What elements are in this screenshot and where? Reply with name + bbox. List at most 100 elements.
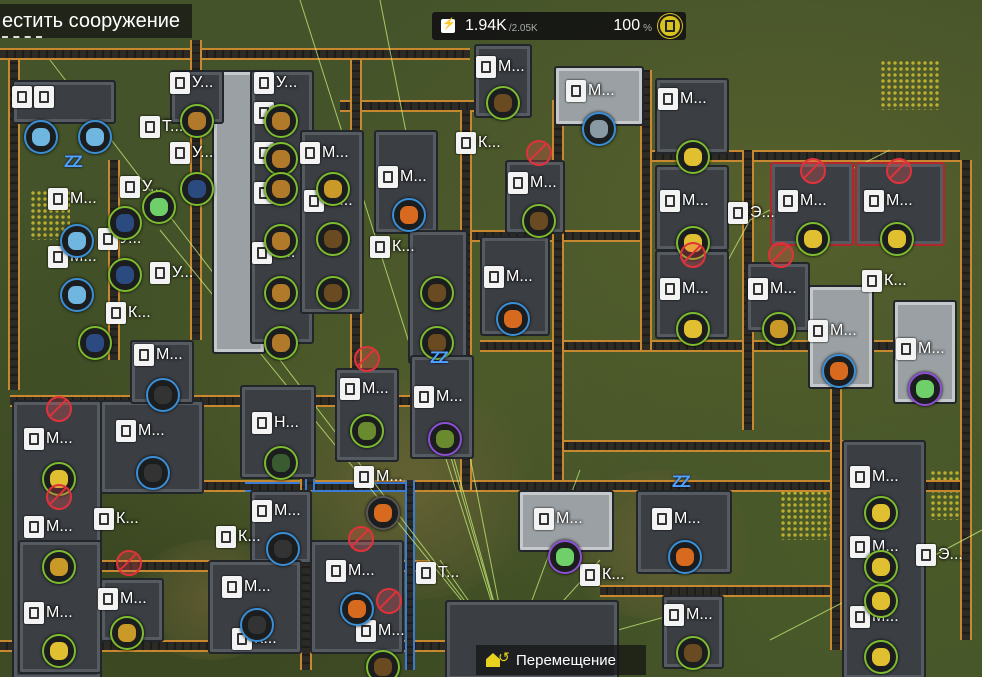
building-label[interactable]: М...: [252, 500, 301, 522]
building-label[interactable]: М...: [652, 508, 701, 530]
resource-icon: [24, 120, 58, 154]
building-label[interactable]: К...: [456, 132, 501, 154]
building-label[interactable]: У...: [254, 72, 297, 94]
grid-icon: [850, 536, 870, 558]
building-label[interactable]: М...: [24, 428, 73, 450]
building-label[interactable]: М...: [48, 188, 97, 210]
building-label[interactable]: М...: [414, 386, 463, 408]
building-label[interactable]: М...: [476, 56, 525, 78]
smelter-icon: [98, 588, 118, 610]
building-label[interactable]: М...: [24, 602, 73, 624]
building-label[interactable]: М...: [566, 80, 615, 102]
no-power-icon: [354, 346, 380, 372]
building-label[interactable]: М...: [896, 338, 945, 360]
sleeping-icon: ZZ: [672, 472, 691, 491]
crusher-icon: [222, 576, 242, 598]
refinery-icon: [534, 508, 554, 530]
resource-icon: [264, 142, 298, 176]
document-icon: [414, 386, 434, 408]
building-label[interactable]: М...: [378, 166, 427, 188]
bolt-icon: [441, 17, 456, 33]
building-label[interactable]: М...: [660, 190, 709, 212]
building-label[interactable]: К...: [370, 236, 415, 258]
resource-icon: [762, 312, 796, 346]
building-label[interactable]: [12, 86, 54, 108]
building-label[interactable]: М...: [24, 516, 73, 538]
building-label[interactable]: М...: [98, 588, 147, 610]
credits-icon[interactable]: [658, 14, 682, 38]
building-label[interactable]: М...: [864, 190, 913, 212]
building-label[interactable]: М...: [484, 266, 533, 288]
smelter-icon: [664, 604, 684, 626]
resource-icon: [78, 120, 112, 154]
building-label[interactable]: Т...: [416, 562, 459, 584]
building-label[interactable]: К...: [862, 270, 907, 292]
resource-icon: [420, 276, 454, 310]
crusher-icon: [326, 560, 346, 582]
farm-icon: [24, 428, 44, 450]
no-power-icon: [46, 396, 72, 422]
building-label[interactable]: Т...: [140, 116, 183, 138]
build-hint-banner: естить сооружение: [0, 4, 192, 38]
resource-icon: [796, 222, 830, 256]
resource-icon: [676, 636, 710, 670]
assembler-icon: [170, 72, 190, 94]
building-label[interactable]: М...: [660, 278, 709, 300]
crusher-icon: [116, 420, 136, 442]
building-label[interactable]: Н...: [252, 412, 299, 434]
tool-icon: [140, 116, 160, 138]
resource-icon: [420, 326, 454, 360]
building-label[interactable]: М...: [658, 88, 707, 110]
pipe[interactable]: [405, 480, 415, 670]
building-label[interactable]: М...: [850, 466, 899, 488]
conveyor-belt[interactable]: [552, 100, 564, 480]
building-label[interactable]: М...: [326, 560, 375, 582]
smelter-icon: [748, 278, 768, 300]
building-label[interactable]: К...: [94, 508, 139, 530]
resource-icon: [908, 372, 942, 406]
sleeping-icon: ZZ: [64, 152, 83, 171]
resource-icon: [240, 608, 274, 642]
refinery-icon: [896, 338, 916, 360]
building-label[interactable]: К...: [580, 564, 625, 586]
building-label[interactable]: Э...: [728, 202, 775, 224]
conveyor-belt[interactable]: [960, 160, 972, 640]
building-label[interactable]: М...: [534, 508, 583, 530]
building-label[interactable]: М...: [116, 420, 165, 442]
building-label[interactable]: У...: [170, 72, 213, 94]
conveyor-belt[interactable]: [600, 585, 860, 597]
building-label[interactable]: У...: [170, 142, 213, 164]
building-label[interactable]: У...: [150, 262, 193, 284]
building-label[interactable]: М...: [354, 466, 403, 488]
farm-icon: [850, 466, 870, 488]
resource-icon: [350, 414, 384, 448]
conveyor-belt[interactable]: [830, 350, 842, 650]
assembler-icon: [170, 142, 190, 164]
building-label[interactable]: М...: [222, 576, 271, 598]
wrench-icon: [12, 86, 32, 108]
building-label[interactable]: М...: [300, 142, 349, 164]
grid-icon: [24, 516, 44, 538]
building-label[interactable]: М...: [508, 172, 557, 194]
resource-icon: [316, 276, 350, 310]
building-label[interactable]: Э...: [916, 544, 963, 566]
no-power-icon: [376, 588, 402, 614]
resource-icon: [264, 172, 298, 206]
conveyor-belt[interactable]: [640, 70, 652, 350]
building-label[interactable]: М...: [808, 320, 857, 342]
building-label[interactable]: М...: [340, 378, 389, 400]
pylon-icon: [580, 564, 600, 586]
conveyor-belt[interactable]: [8, 60, 20, 390]
no-power-icon: [116, 550, 142, 576]
building-label[interactable]: К...: [106, 302, 151, 324]
building-label[interactable]: М...: [748, 278, 797, 300]
building-label[interactable]: М...: [664, 604, 713, 626]
building-label[interactable]: К...: [216, 526, 261, 548]
move-action[interactable]: Перемещение: [476, 645, 646, 675]
crusher-icon: [484, 266, 504, 288]
resource-icon: [822, 354, 856, 388]
building-label[interactable]: М...: [778, 190, 827, 212]
building-label[interactable]: М...: [134, 344, 183, 366]
conveyor-belt[interactable]: [0, 48, 470, 60]
